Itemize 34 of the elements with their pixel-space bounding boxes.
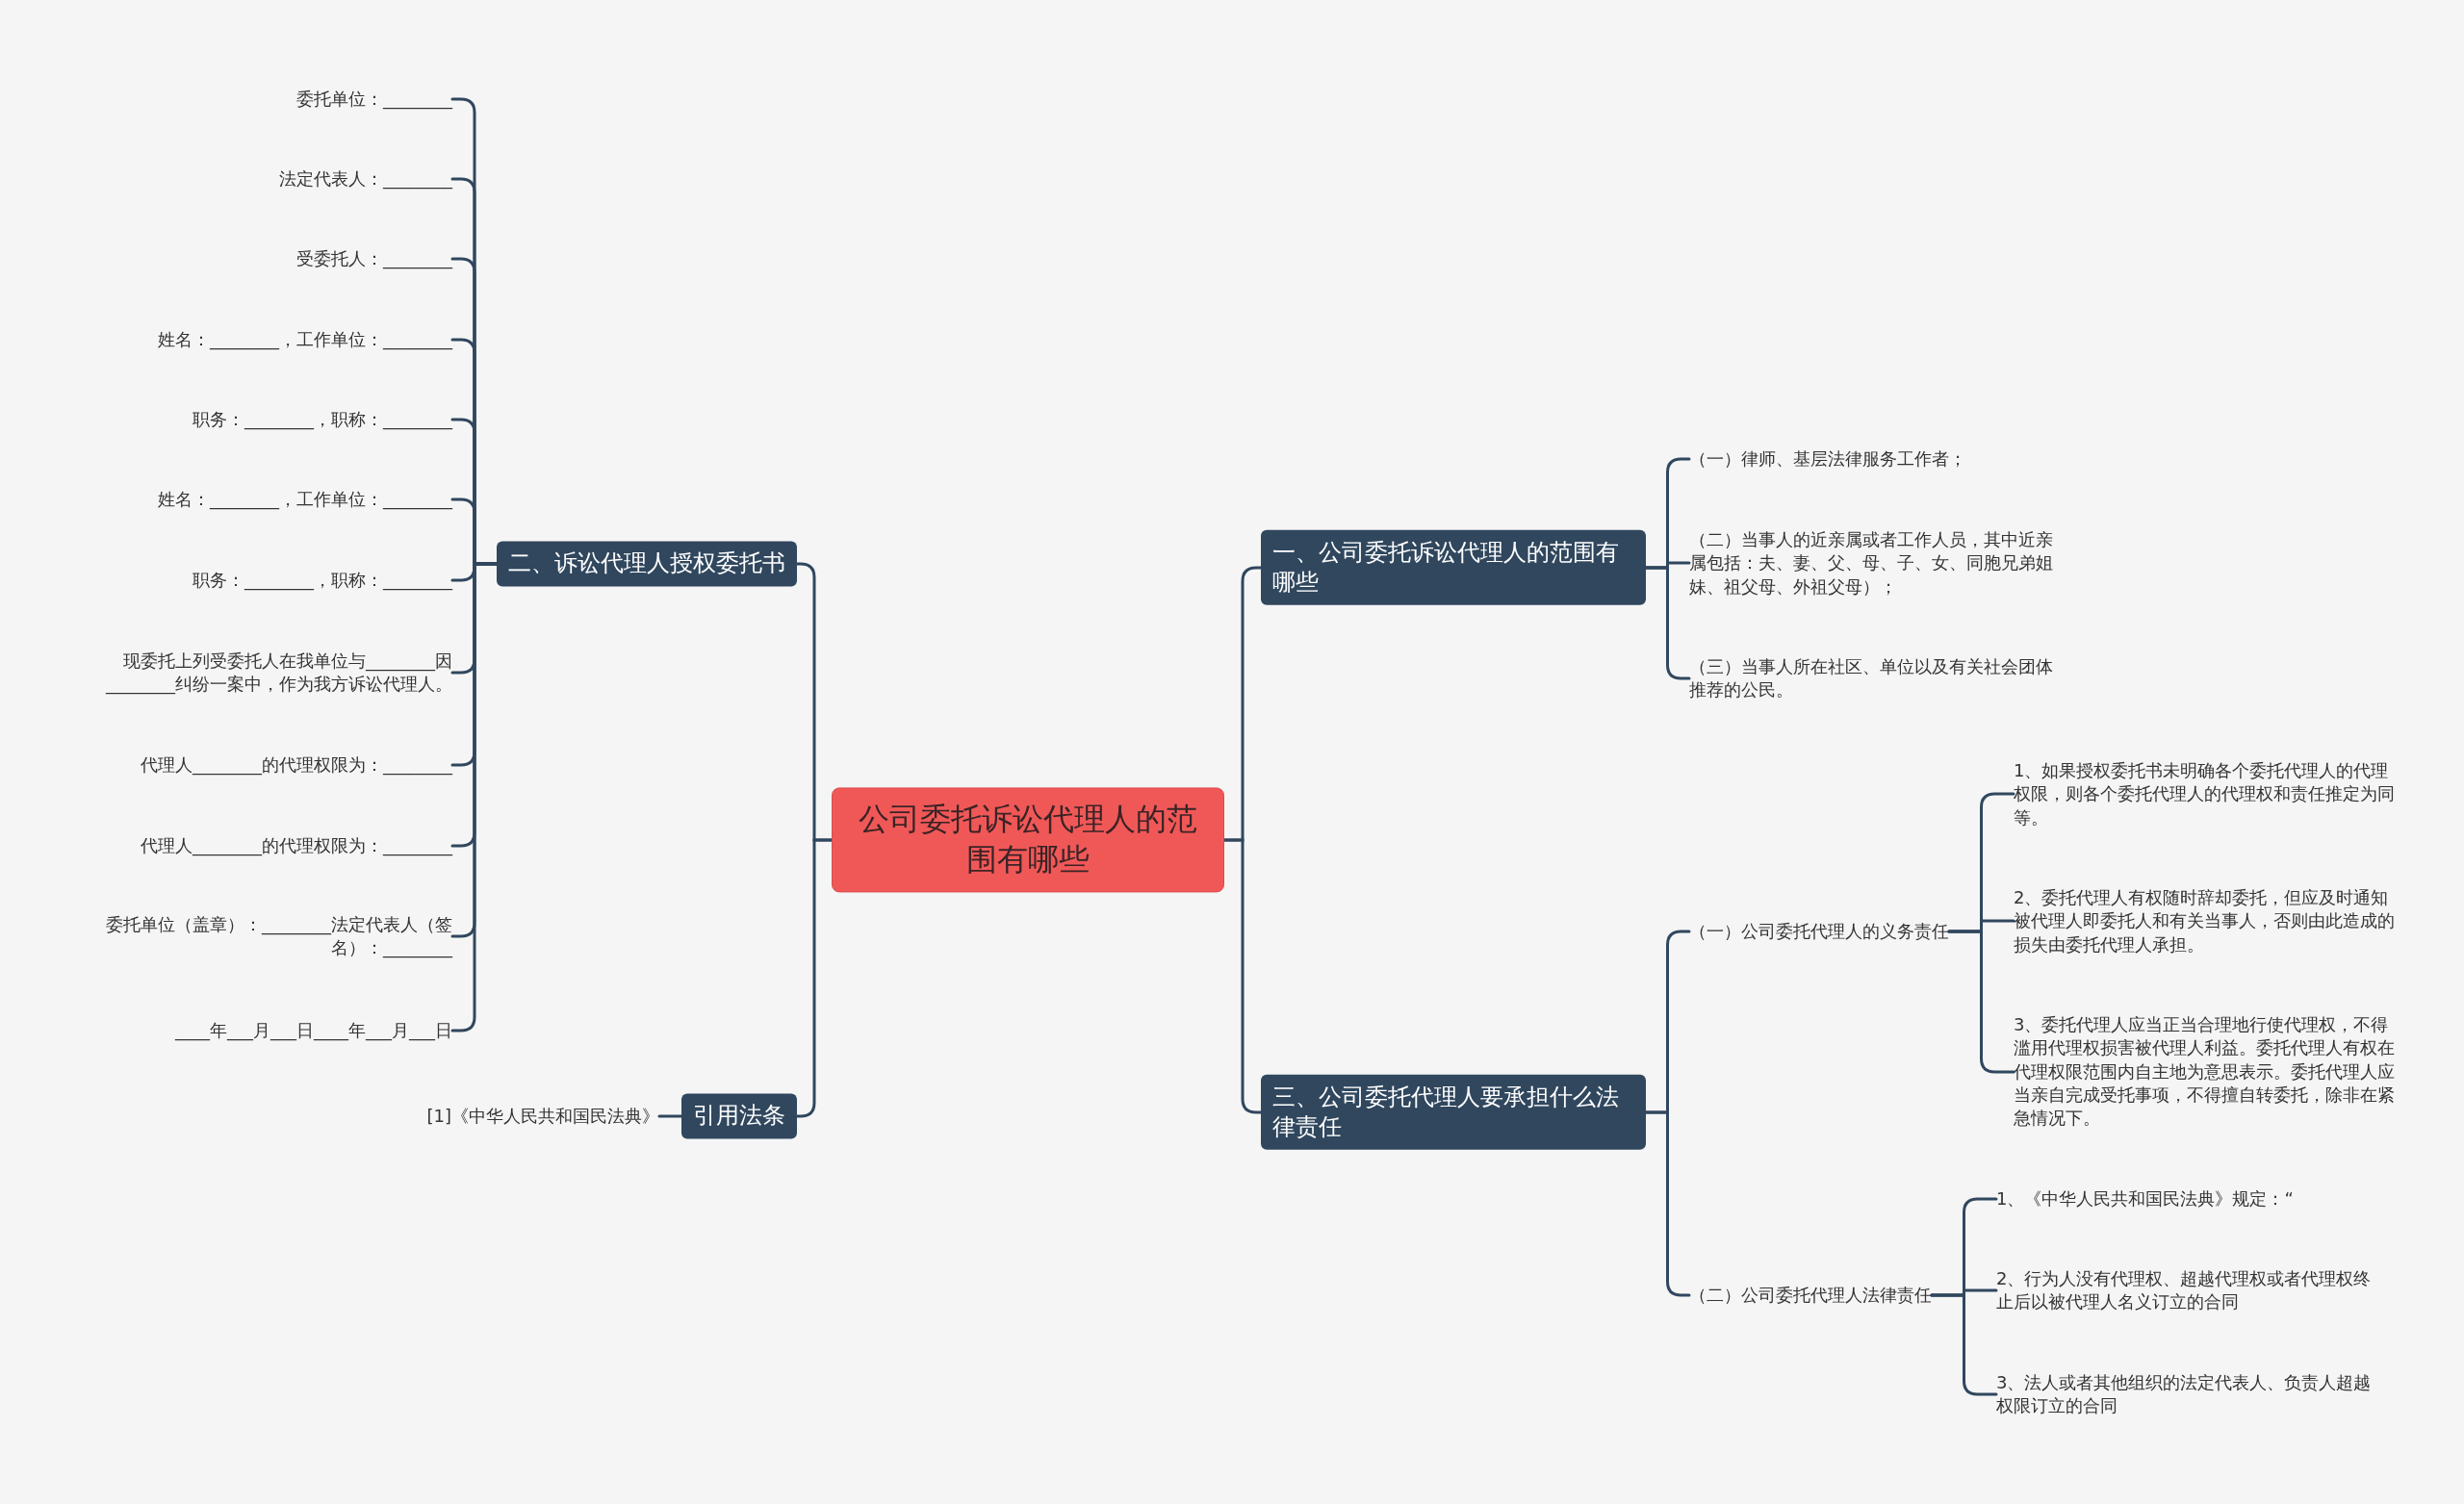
topic-text: （三）当事人所在社区、单位以及有关社会团体推荐的公民。: [1689, 654, 2066, 702]
connector-line: [1644, 1110, 1691, 1297]
connector-line: [795, 838, 834, 1118]
connector-line: [1644, 566, 1691, 680]
topic-box: 二、诉讼代理人授权委托书: [497, 541, 797, 587]
topic-text: 1、如果授权委托书未明确各个委托代理人的代理权限，则各个委托代理人的代理权和责任推定为同等。: [2014, 758, 2399, 829]
topic-text: 2、委托代理人有权随时辞却委托，但应及时通知被代理人即委托人和有关当事人，否则由此造成的损失由委托代理人承担。: [2014, 885, 2399, 956]
topic-box: 一、公司委托诉讼代理人的范围有哪些: [1261, 529, 1646, 606]
topic-text: 职务：________，职称：________: [192, 407, 452, 432]
topic-text: 代理人________的代理权限为：________: [141, 752, 452, 777]
topic-box: 引用法条: [681, 1093, 797, 1139]
central-topic: 公司委托诉讼代理人的范围有哪些: [832, 787, 1224, 893]
topic-text: （二）公司委托代理人法律责任: [1689, 1283, 1932, 1308]
topic-text: （一）律师、基层法律服务工作者；: [1689, 446, 1966, 472]
topic-text: [1]《中华人民共和国民法典》: [426, 1104, 659, 1129]
topic-text: 2、行为人没有代理权、超越代理权或者代理权终止后以被代理人名义订立的合同: [1996, 1266, 2381, 1314]
topic-text: 现委托上列受委托人在我单位与________因________纠纷一案中，作为我方诉讼代理人。: [77, 649, 452, 697]
topic-text: 法定代表人：________: [279, 166, 452, 191]
topic-box: 三、公司委托代理人要承担什么法律责任: [1261, 1074, 1646, 1151]
topic-text: 受委托人：________: [296, 246, 452, 271]
topic-text: 3、法人或者其他组织的法定代表人、负责人超越权限订立的合同: [1996, 1370, 2381, 1418]
topic-text: 代理人________的代理权限为：________: [141, 833, 452, 858]
topic-text: 姓名：________，工作单位：________: [158, 327, 452, 352]
connector-line: [657, 1114, 683, 1118]
topic-text: 3、委托代理人应当正当合理地行使代理权，不得滥用代理权损害被代理人利益。委托代理人有权在代理权限范围内自主地为意思表示。委托代理人应当亲自完成受托事项，不得擅自转委托，除非在紧急情况下。: [2014, 1013, 2399, 1131]
topic-text: 姓名：________，工作单位：________: [158, 487, 452, 512]
topic-text: （二）当事人的近亲属或者工作人员，其中近亲属包括：夫、妻、父、母、子、女、同胞兄弟姐妹、祖父母、外祖父母）；: [1689, 527, 2066, 599]
topic-text: 1、《中华人民共和国民法典》规定：“: [1996, 1186, 2381, 1211]
topic-text: 职务：________，职称：________: [192, 568, 452, 593]
topic-text: 委托单位：________: [296, 87, 452, 112]
topic-text: 委托单位（盖章）：________法定代表人（签名）：________: [77, 912, 452, 960]
topic-text: （一）公司委托代理人的义务责任: [1689, 919, 1949, 944]
connector-line: [1222, 838, 1263, 1114]
topic-text: ____年___月___日____年___月___日: [175, 1018, 452, 1043]
